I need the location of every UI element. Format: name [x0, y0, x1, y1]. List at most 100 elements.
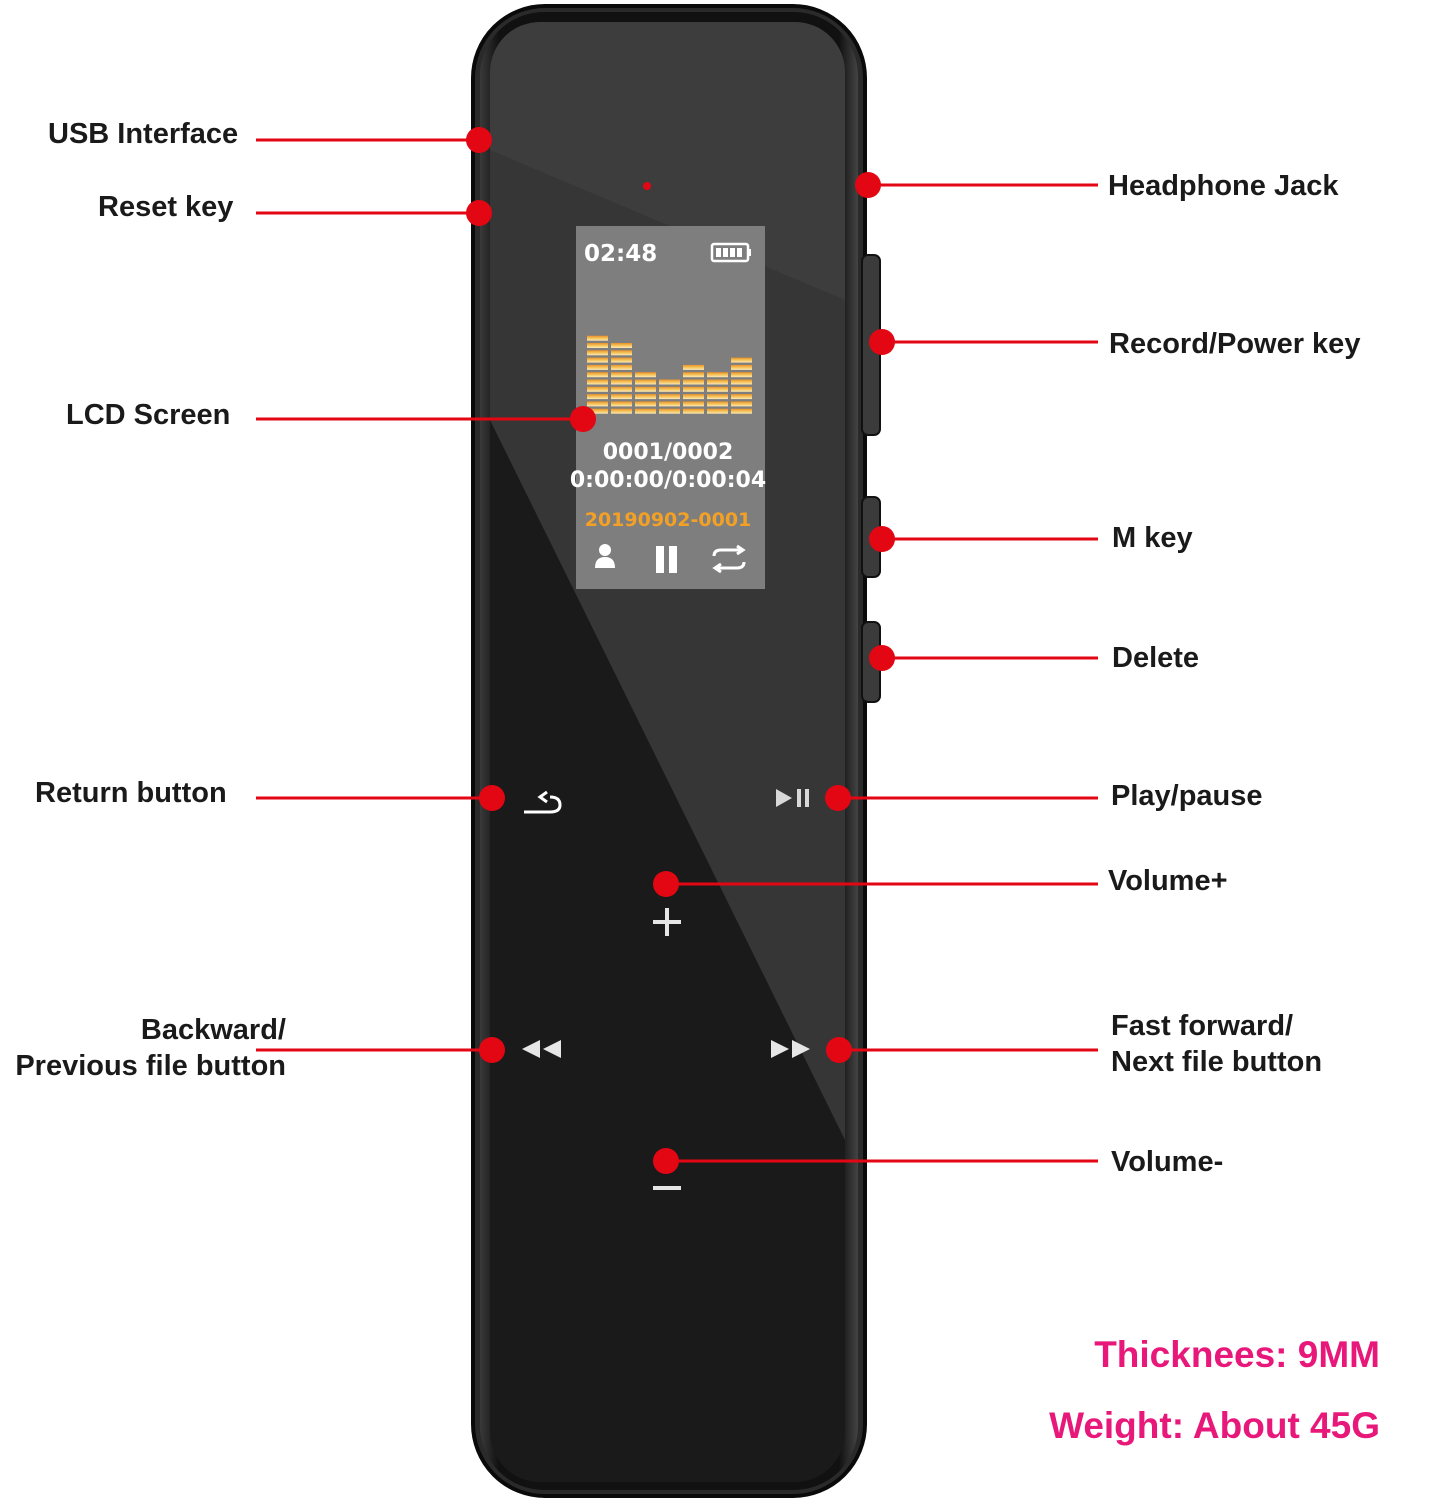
- label-volume-plus: Volume+: [1108, 865, 1228, 897]
- equalizer-segment: [587, 401, 608, 407]
- label-backward-line2: Previous file button: [15, 1050, 286, 1083]
- lcd-clock: 02:48: [584, 241, 657, 267]
- equalizer-segment: [731, 408, 752, 414]
- equalizer-segment: [587, 408, 608, 414]
- callout-dot-usb: [466, 127, 492, 153]
- callout-dot-record: [869, 329, 895, 355]
- lcd-screen: [576, 226, 765, 589]
- equalizer-segment: [683, 372, 704, 378]
- label-lcd-screen: LCD Screen: [66, 399, 231, 431]
- lcd-file-name: 20190902-0001: [585, 509, 752, 531]
- equalizer-segment: [587, 335, 608, 341]
- callout-lines: [256, 138, 1098, 1163]
- equalizer-segment: [683, 379, 704, 385]
- equalizer-segment: [659, 394, 680, 400]
- label-volume-minus: Volume-: [1111, 1146, 1224, 1178]
- equalizer-segment: [731, 372, 752, 378]
- callout-dot-volminus: [653, 1148, 679, 1174]
- callout-dot-reset: [466, 200, 492, 226]
- callout-dot-delete: [869, 645, 895, 671]
- pause-icon: [656, 546, 677, 573]
- callout-dot-backward: [479, 1037, 505, 1063]
- equalizer-segment: [659, 401, 680, 407]
- equalizer-segment: [587, 386, 608, 392]
- equalizer-segment: [611, 394, 632, 400]
- repeat-icon: [712, 544, 746, 574]
- equalizer-segment: [587, 357, 608, 363]
- spec-weight: Weight: About 45G: [1049, 1405, 1380, 1446]
- equalizer-segment: [611, 386, 632, 392]
- equalizer-segment: [611, 408, 632, 414]
- callout-dots: [466, 127, 895, 1174]
- label-reset-key: Reset key: [98, 191, 234, 223]
- equalizer-segment: [635, 386, 656, 392]
- callout-dot-playpause: [825, 785, 851, 811]
- equalizer-segment: [731, 394, 752, 400]
- volume-plus-icon: [653, 908, 681, 936]
- microphone-dot: [643, 182, 651, 190]
- label-fast-forward-line2: Next file button: [1111, 1046, 1323, 1079]
- label-play-pause: Play/pause: [1111, 780, 1263, 812]
- label-m-key: M key: [1112, 522, 1193, 554]
- lcd-file-counter: 0001/0002: [603, 440, 734, 465]
- equalizer-segment: [683, 386, 704, 392]
- pause-bar-icon: [797, 789, 801, 807]
- equalizer-segment: [587, 394, 608, 400]
- equalizer-segment: [611, 357, 632, 363]
- equalizer-segment: [635, 401, 656, 407]
- equalizer-segment: [659, 386, 680, 392]
- person-icon: [595, 544, 615, 568]
- callout-dot-volplus: [653, 871, 679, 897]
- equalizer-segment: [707, 372, 728, 378]
- equalizer-segment: [611, 379, 632, 385]
- equalizer-segment: [587, 350, 608, 356]
- return-icon: [524, 795, 562, 814]
- callout-dot-m: [869, 526, 895, 552]
- lcd-elapsed-time: 0:00:00/0:00:04: [570, 468, 766, 493]
- play-icon: [776, 789, 792, 807]
- equalizer-segment: [731, 364, 752, 370]
- equalizer-segment: [587, 364, 608, 370]
- equalizer-segment: [587, 343, 608, 348]
- equalizer-segment: [635, 408, 656, 414]
- equalizer-segment: [683, 394, 704, 400]
- label-return-button: Return button: [35, 777, 227, 809]
- equalizer-segment: [635, 394, 656, 400]
- label-delete: Delete: [1112, 642, 1200, 674]
- callout-dot-return: [479, 785, 505, 811]
- label-fast-forward-line1: Fast forward/: [1111, 1010, 1294, 1042]
- fast-forward-icon: [771, 1040, 810, 1058]
- equalizer-segment: [731, 401, 752, 407]
- equalizer-segment: [611, 350, 632, 356]
- rewind-icon: [522, 1040, 561, 1058]
- equalizer-segment: [707, 401, 728, 407]
- equalizer-segment: [707, 408, 728, 414]
- label-usb-interface: USB Interface: [48, 118, 239, 150]
- equalizer-segment: [587, 379, 608, 385]
- label-backward: Backward/ Previous file button: [0, 1012, 286, 1085]
- equalizer-segment: [683, 401, 704, 407]
- label-fast-forward: Fast forward/ Next file button: [1111, 1008, 1322, 1081]
- equalizer-segment: [611, 343, 632, 348]
- equalizer-segment: [731, 357, 752, 363]
- equalizer-segment: [731, 386, 752, 392]
- callout-dot-lcd: [570, 406, 596, 432]
- equalizer-segment: [611, 401, 632, 407]
- equalizer-segment: [611, 364, 632, 370]
- equalizer-segment: [659, 408, 680, 414]
- label-backward-line1: Backward/: [140, 1014, 286, 1046]
- equalizer-segment: [731, 379, 752, 385]
- callout-dot-headphone: [855, 172, 881, 198]
- equalizer-segment: [659, 379, 680, 385]
- equalizer-segment: [683, 364, 704, 370]
- equalizer-segment: [611, 372, 632, 378]
- equalizer-segment: [587, 372, 608, 378]
- spec-thickness: Thicknees: 9MM: [1094, 1334, 1380, 1375]
- equalizer-segment: [707, 386, 728, 392]
- equalizer-segment: [707, 379, 728, 385]
- callout-dot-forward: [826, 1037, 852, 1063]
- equalizer-segment: [635, 372, 656, 378]
- equalizer-segment: [635, 379, 656, 385]
